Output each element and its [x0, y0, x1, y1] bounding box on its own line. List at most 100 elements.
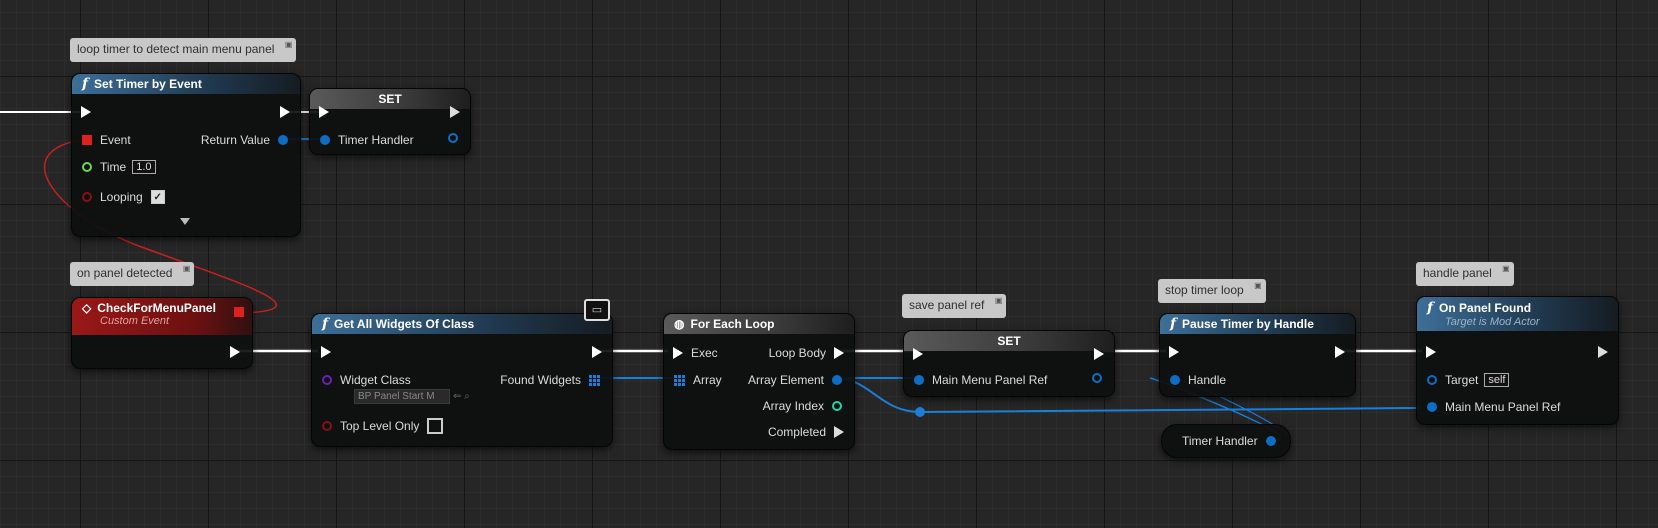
node-set-timer-by-event[interactable]: f Set Timer by Event Event Return Value … — [71, 73, 301, 237]
array-element-pin[interactable]: Array Element — [748, 373, 842, 387]
pin-label: Return Value — [200, 133, 270, 147]
array-pin-icon — [674, 374, 685, 386]
exec-in-pin[interactable]: Exec — [673, 346, 718, 360]
exec-out-pin[interactable] — [592, 346, 602, 358]
exec-in-pin[interactable] — [319, 106, 329, 118]
node-header[interactable]: SET — [904, 331, 1114, 351]
node-title: Get All Widgets Of Class — [334, 317, 475, 331]
comment-text: handle panel — [1423, 266, 1492, 280]
delegate-pin-icon — [234, 307, 244, 317]
exec-in-pin[interactable] — [913, 348, 923, 360]
pin-label: Timer Handler — [338, 133, 414, 147]
comment-on-panel-detected[interactable]: on panel detected ▣ — [70, 262, 195, 286]
comment-text: save panel ref — [909, 298, 985, 312]
handle-pin[interactable]: Handle — [1170, 373, 1226, 387]
delegate-out-pin[interactable] — [234, 307, 244, 317]
node-set-main-menu-panel-ref[interactable]: SET Main Menu Panel Ref — [903, 330, 1115, 397]
node-header[interactable]: ◍ For Each Loop — [664, 314, 854, 334]
top-level-checkbox[interactable] — [427, 418, 444, 434]
target-value[interactable]: self — [1484, 373, 1510, 387]
top-level-only-pin[interactable]: Top Level Only — [322, 418, 444, 434]
node-title: SET — [378, 92, 402, 106]
exec-out-pin[interactable] — [1335, 346, 1345, 358]
object-pin-icon — [448, 133, 458, 143]
exec-out-pin[interactable] — [280, 106, 290, 118]
comment-marker-icon: ▣ — [1502, 264, 1510, 273]
expand-arrow-icon[interactable] — [180, 218, 190, 225]
pin-label: Time — [100, 160, 127, 174]
target-pin[interactable]: Target self — [1427, 373, 1510, 387]
exec-in-pin[interactable] — [1169, 346, 1179, 358]
node-header[interactable]: SET — [310, 89, 470, 109]
array-pin[interactable]: Array — [674, 373, 722, 387]
bool-pin-icon — [82, 192, 92, 202]
comment-marker-icon: ▣ — [182, 264, 191, 273]
node-title: SET — [997, 334, 1021, 348]
looping-pin[interactable]: Looping ✓ — [82, 190, 165, 204]
browse-icon[interactable]: ⇐ ⌕ — [453, 391, 470, 402]
object-pin-icon — [1265, 436, 1276, 446]
node-for-each-loop[interactable]: ◍ For Each Loop Exec Loop Body Array Arr… — [663, 313, 855, 450]
time-pin[interactable]: Time 1.0 — [82, 160, 156, 174]
node-header[interactable]: ◇ CheckForMenuPanel Custom Event — [72, 298, 252, 335]
node-title: Set Timer by Event — [94, 77, 202, 91]
node-header[interactable]: f Set Timer by Event — [72, 74, 300, 94]
loop-body-pin[interactable]: Loop Body — [769, 346, 844, 360]
node-set-timer-handler[interactable]: SET Timer Handler — [309, 88, 471, 155]
looping-checkbox[interactable]: ✓ — [150, 190, 165, 204]
main-menu-panel-ref-out-pin[interactable] — [1092, 373, 1102, 383]
widget-class-dropdown[interactable]: BP Panel Start M ⇐ ⌕ — [348, 389, 470, 404]
comment-text: stop timer loop — [1165, 283, 1244, 297]
event-icon: ◇ — [82, 301, 92, 315]
node-timer-handler-get[interactable]: Timer Handler — [1161, 424, 1291, 458]
found-widgets-pin[interactable]: Found Widgets — [500, 373, 600, 387]
time-input[interactable]: 1.0 — [132, 160, 156, 174]
event-pin[interactable]: Event — [82, 133, 131, 147]
pin-label: Event — [100, 133, 131, 147]
pin-label: Handle — [1188, 373, 1227, 387]
node-title: CheckForMenuPanel — [97, 301, 216, 315]
comment-handle-panel[interactable]: handle panel ▣ — [1416, 262, 1514, 286]
node-header[interactable]: f On Panel Found Target is Mod Actor — [1417, 297, 1618, 331]
pin-label: Top Level Only — [340, 419, 420, 433]
exec-out-pin[interactable] — [1598, 346, 1608, 358]
pin-label: Array Index — [762, 399, 824, 413]
widget-class-value: BP Panel Start M — [354, 389, 450, 404]
pin-label: Main Menu Panel Ref — [932, 373, 1048, 387]
timer-handler-out-pin[interactable] — [448, 133, 458, 143]
node-pause-timer-by-handle[interactable]: f Pause Timer by Handle Handle — [1159, 313, 1356, 397]
exec-out-pin[interactable] — [1094, 348, 1104, 360]
pin-label: Timer Handler — [1182, 434, 1258, 448]
exec-in-pin[interactable] — [321, 346, 331, 358]
node-header[interactable]: f Get All Widgets Of Class — [312, 314, 612, 334]
timer-handler-out-pin[interactable]: Timer Handler — [1182, 434, 1276, 448]
exec-in-pin[interactable] — [1426, 346, 1436, 358]
return-value-pin[interactable]: Return Value — [201, 133, 288, 147]
array-index-pin[interactable]: Array Index — [763, 399, 842, 413]
exec-out-pin[interactable] — [230, 346, 240, 358]
main-menu-panel-ref-pin[interactable]: Main Menu Panel Ref — [1427, 400, 1560, 414]
pin-label: Loop Body — [768, 346, 826, 360]
node-get-all-widgets-of-class[interactable]: f Get All Widgets Of Class ▭ Widget Clas… — [311, 299, 613, 447]
completed-pin[interactable]: Completed — [768, 425, 844, 439]
pin-label: Target — [1445, 373, 1479, 387]
object-pin-icon — [914, 375, 924, 385]
array-pin-icon — [589, 374, 600, 386]
exec-in-pin[interactable] — [81, 106, 91, 118]
foreach-icon: ◍ — [674, 317, 685, 331]
object-pin-icon — [1170, 375, 1180, 385]
comment-save-panel-ref[interactable]: save panel ref ▣ — [902, 294, 1007, 318]
comment-stop-timer-loop[interactable]: stop timer loop ▣ — [1158, 279, 1266, 303]
widget-class-pin[interactable]: Widget Class — [322, 373, 411, 387]
comment-loop-timer[interactable]: loop timer to detect main menu panel ▣ — [70, 38, 297, 62]
node-on-panel-found[interactable]: f On Panel Found Target is Mod Actor Tar… — [1416, 296, 1619, 425]
node-check-for-menu-panel[interactable]: ◇ CheckForMenuPanel Custom Event — [71, 297, 253, 369]
object-pin-icon — [320, 135, 330, 145]
main-menu-panel-ref-pin[interactable]: Main Menu Panel Ref — [914, 373, 1047, 387]
exec-out-pin[interactable] — [450, 106, 460, 118]
node-header[interactable]: f Pause Timer by Handle — [1160, 314, 1355, 334]
pin-label: Array Element — [747, 373, 824, 387]
comment-marker-icon: ▣ — [284, 40, 293, 49]
timer-handler-pin[interactable]: Timer Handler — [320, 133, 414, 147]
node-title: On Panel Found — [1439, 301, 1532, 315]
